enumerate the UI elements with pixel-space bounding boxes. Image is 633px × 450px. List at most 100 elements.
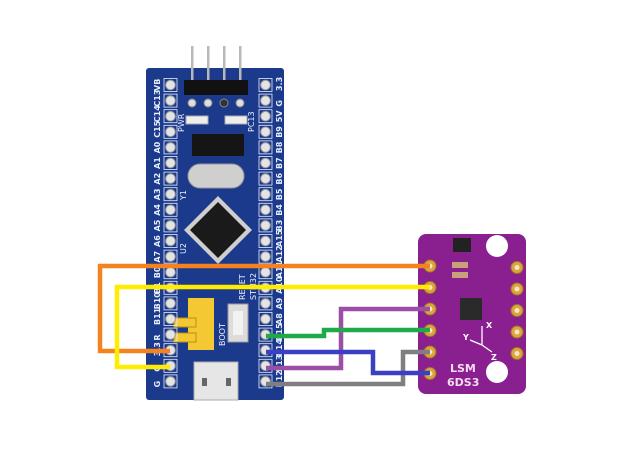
wire-blue (266, 349, 430, 376)
left-pin-pad (165, 251, 176, 262)
right-pin-frame (258, 156, 273, 170)
right-pin-label: B3 (275, 220, 284, 232)
left-pin-label: A3 (153, 188, 162, 200)
pwr-silk: PWR (177, 113, 186, 132)
axis-indicator (469, 326, 493, 353)
imu-name-line2: 6DS3 (447, 376, 479, 389)
left-pin-frame (163, 156, 178, 170)
left-pin-label: A2 (153, 173, 162, 185)
right-pin-pad (260, 142, 271, 153)
pc13-silk: PC13 (247, 111, 256, 132)
right-pin-label: B8 (275, 141, 284, 153)
right-pin-frame (258, 78, 273, 92)
right-pin-label: A15 (275, 229, 284, 247)
left-pin-pad (165, 126, 176, 138)
left-pin-label: B0 (153, 266, 162, 278)
imu-right-pin-hole (514, 329, 520, 335)
left-pin-label: B10 (153, 292, 162, 310)
left-pin-label: A4 (153, 204, 162, 216)
right-pin-label: B12 (275, 370, 284, 387)
right-pin-pad (260, 188, 271, 200)
left-pin-frame (163, 187, 178, 202)
crystal (187, 163, 245, 189)
right-pin-label: B9 (275, 126, 284, 138)
right-pin-frame (258, 202, 273, 217)
right-pin-frame (258, 109, 273, 124)
left-pin-label: A5 (153, 219, 162, 231)
imu-regulator (453, 238, 471, 252)
right-pin-header: 3.3G5VB9B8B7B6B5B4B3A15A12A11A10A9A8B15B… (258, 77, 284, 389)
right-pin-label: B13 (275, 355, 284, 372)
left-pin-pad (165, 110, 176, 122)
imu-right-pin-hole (514, 286, 520, 292)
left-pin-label: VB (153, 79, 162, 91)
left-pin-label: B11 (153, 307, 162, 325)
right-pin-pad (260, 79, 271, 91)
left-pin-pad (165, 95, 176, 106)
right-pin-pad (260, 126, 271, 138)
right-pin-pad (260, 235, 271, 247)
right-pin-frame (258, 296, 273, 311)
left-pin-frame (163, 93, 178, 108)
right-pin-label: A11 (275, 260, 284, 278)
boot-jumpers (173, 298, 214, 350)
left-pin-label: C14 (153, 105, 162, 122)
left-pin-frame (163, 124, 178, 139)
left-pin-pad (165, 79, 176, 91)
left-pin-label: A0 (153, 141, 162, 153)
right-pin-frame (258, 140, 273, 155)
left-pin-frame (163, 249, 178, 264)
micro-usb-port (193, 361, 239, 401)
left-pin-pad (165, 188, 176, 200)
right-pin-frame (258, 218, 273, 233)
right-pin-pad (260, 313, 271, 325)
left-pin-label: A6 (153, 235, 162, 247)
imu-right-pin-hole (514, 308, 520, 313)
stm32-board: VBC13C14C15A0A1A2A3A4A5A6A7B0B1B10B11R3.… (146, 46, 284, 401)
y1-silk: Y1 (179, 190, 188, 201)
right-pin-frame (258, 312, 273, 326)
left-pin-pad (165, 266, 176, 278)
pwr-led (185, 115, 209, 125)
wires (97, 263, 430, 387)
right-pin-pad (260, 220, 271, 231)
right-pin-label: A12 (275, 245, 284, 262)
right-pin-pad (260, 298, 271, 309)
wire-green (266, 327, 430, 339)
left-pin-header: VBC13C14C15A0A1A2A3A4A5A6A7B0B1B10B11R3.… (153, 78, 178, 389)
left-pin-label: C15 (153, 120, 162, 137)
u2-silk: U2 (179, 243, 188, 254)
wire-gray (266, 349, 430, 387)
left-pin-label: G (153, 381, 162, 388)
left-pin-pad (165, 329, 176, 340)
left-pin-frame (163, 218, 178, 233)
imu-board: LSM 6DS3 X Y Z (418, 234, 526, 394)
left-pin-frame (163, 374, 178, 389)
right-pin-frame (258, 234, 273, 248)
axis-x-label: X (486, 321, 493, 330)
left-pin-pad (165, 157, 176, 169)
left-pin-pad (165, 376, 176, 387)
mount-hole-bottom (486, 361, 508, 383)
boot-silk: BOOT (218, 323, 227, 346)
right-pin-label: A9 (275, 297, 284, 309)
right-pin-frame (258, 93, 273, 108)
right-pin-label: 3.3 (275, 77, 284, 91)
right-pin-label: B4 (275, 204, 284, 216)
right-pin-frame (258, 171, 273, 186)
mount-hole-top (486, 235, 508, 257)
left-pin-frame (163, 202, 178, 217)
voltage-regulator (192, 134, 244, 156)
wire-purple (266, 306, 430, 371)
right-pin-label: B7 (275, 157, 284, 169)
right-pin-label: A8 (275, 313, 284, 325)
right-pin-pad (260, 110, 271, 122)
wire-yellow (114, 284, 430, 370)
left-pin-frame (163, 234, 178, 248)
right-pin-pad (260, 95, 271, 106)
right-pin-label: B14 (275, 339, 284, 357)
left-pin-frame (163, 109, 178, 124)
left-pin-frame (163, 78, 178, 92)
lsm6ds3-chip (460, 298, 482, 320)
